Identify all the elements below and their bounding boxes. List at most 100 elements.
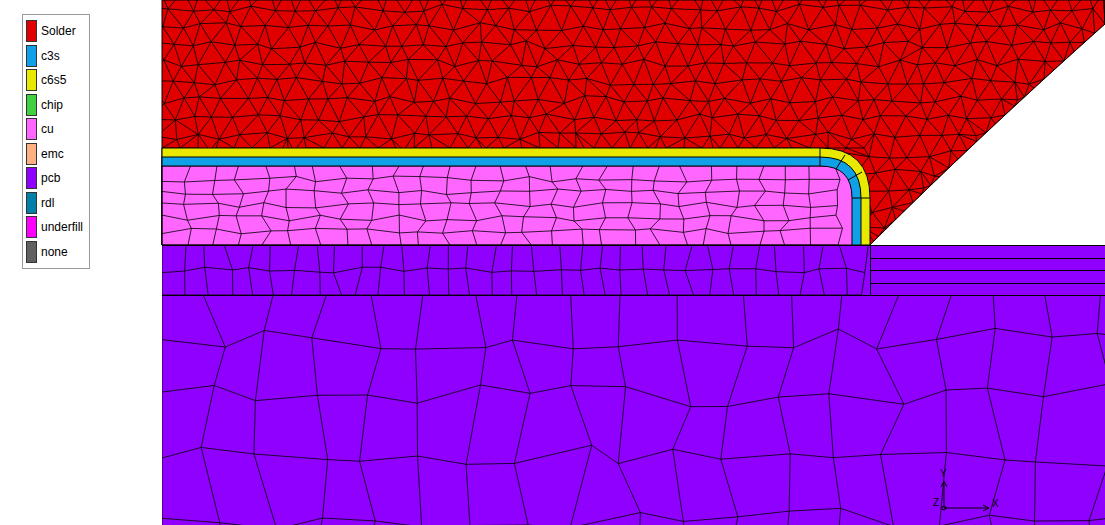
legend-entry: c3s — [26, 44, 83, 69]
mesh-line — [531, 245, 536, 295]
mesh-line — [162, 445, 1105, 466]
mesh-line — [703, 166, 712, 245]
mesh-line — [359, 295, 381, 525]
legend-entry: c6s5 — [26, 68, 83, 93]
mesh-line — [628, 166, 636, 245]
mesh-line — [728, 166, 739, 245]
mesh-line — [829, 295, 842, 525]
mesh-line — [650, 166, 660, 245]
mesh-line — [402, 245, 405, 295]
mesh-line — [664, 245, 670, 295]
mesh-line — [678, 166, 687, 245]
mesh-line — [511, 245, 512, 295]
mesh-line — [204, 245, 208, 295]
mesh-line — [184, 166, 192, 245]
mesh-line — [581, 245, 585, 295]
mesh-line — [162, 384, 1105, 407]
mesh-line — [774, 245, 778, 295]
mesh-line — [721, 295, 748, 525]
mesh-line — [162, 245, 163, 295]
cu-region — [162, 166, 852, 245]
mesh-line — [729, 245, 733, 295]
mesh-line — [987, 295, 1005, 525]
mesh-line — [618, 295, 640, 525]
legend-swatch — [26, 167, 37, 189]
mesh-line — [312, 166, 321, 245]
mesh-line — [512, 295, 530, 525]
mesh-line — [224, 245, 233, 295]
mesh-line — [466, 245, 470, 295]
mesh-line — [642, 245, 648, 295]
mesh-line — [286, 166, 296, 245]
mesh-line — [550, 166, 558, 245]
mesh-line — [333, 245, 341, 295]
mesh-line — [560, 245, 563, 295]
mesh-line — [819, 245, 824, 295]
axis-label: Y — [940, 468, 947, 479]
legend-label: underfill — [41, 220, 83, 234]
c3s-band — [162, 157, 861, 245]
axis-triad — [941, 481, 989, 511]
mesh-line — [162, 166, 835, 167]
mesh-line — [417, 166, 425, 245]
mesh-line — [778, 295, 793, 525]
c6s5-band — [162, 148, 870, 245]
mesh-line — [707, 245, 712, 295]
mesh-line — [270, 245, 274, 295]
legend-label: Solder — [41, 24, 76, 38]
mesh-line — [292, 245, 299, 295]
legend-label: c6s5 — [41, 73, 66, 87]
mesh-line — [443, 166, 451, 245]
axis-label: Z — [933, 497, 939, 508]
mesh-line — [877, 295, 904, 525]
mesh-line — [311, 295, 328, 525]
legend-entry: cu — [26, 117, 83, 142]
mesh-line — [162, 508, 1105, 525]
mesh-line — [599, 166, 607, 245]
mesh-line — [492, 245, 497, 295]
mesh-line — [754, 166, 765, 245]
mesh-line — [522, 166, 532, 245]
mesh-line — [340, 166, 349, 245]
mesh-line — [249, 245, 254, 295]
pcb-layer-lines — [162, 245, 1105, 296]
mesh-line — [800, 245, 804, 295]
legend-swatch — [26, 94, 37, 116]
mesh-line — [162, 176, 840, 182]
mesh-line — [162, 267, 865, 273]
mesh-line — [1035, 295, 1053, 525]
solder-region — [162, 0, 1105, 245]
legend-swatch — [26, 241, 37, 263]
mesh-line — [262, 166, 272, 245]
legend-entry: chip — [26, 93, 83, 118]
mesh-line — [673, 295, 691, 525]
mesh-line — [378, 245, 384, 295]
mesh-line — [620, 245, 621, 295]
mesh-line — [1089, 295, 1105, 525]
mesh-line — [570, 295, 592, 525]
mesh-line — [685, 245, 693, 295]
mesh-line — [162, 228, 842, 234]
mesh-line — [780, 166, 789, 245]
legend-swatch — [26, 143, 37, 165]
mesh-line — [254, 295, 277, 525]
mesh-line — [427, 245, 430, 295]
mesh-line — [839, 245, 847, 295]
mesh-line — [317, 245, 320, 295]
legend-label: emc — [41, 147, 64, 161]
mesh-line — [162, 166, 163, 245]
mesh-line — [809, 166, 811, 245]
legend-entry: rdl — [26, 191, 83, 216]
axis-label: X — [992, 498, 999, 509]
mesh-line — [416, 295, 432, 525]
legend-entry: pcb — [26, 166, 83, 191]
mesh-line — [393, 166, 401, 245]
legend-entry: Solder — [26, 19, 83, 44]
legend: Solderc3sc6s5chipcuemcpcbrdlunderfillnon… — [22, 14, 90, 269]
legend-swatch — [26, 118, 37, 140]
mesh-line — [355, 245, 362, 295]
triangle-mesh — [141, 0, 1105, 250]
pcb-region — [162, 245, 1105, 525]
mesh-line — [862, 245, 869, 295]
